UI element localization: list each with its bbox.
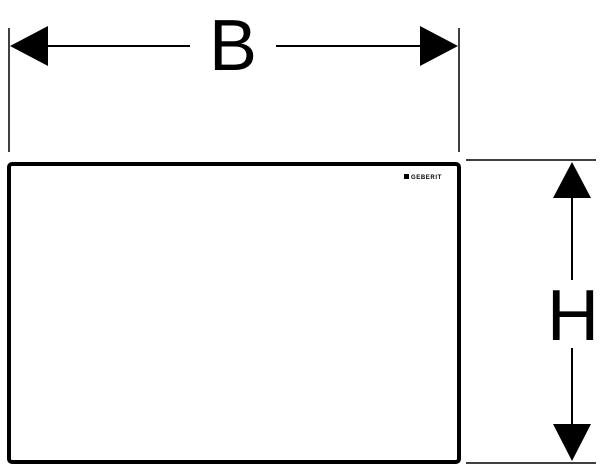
height-arrow-bottom xyxy=(553,424,591,461)
brand-logo: GEBERIT xyxy=(404,174,442,181)
height-arrow-top xyxy=(553,162,591,198)
brand-logo-mark xyxy=(404,174,409,179)
width-dimension: B xyxy=(8,6,460,152)
width-arrow-right xyxy=(420,26,458,66)
width-arrow-left xyxy=(10,26,48,66)
height-dimension: H xyxy=(466,159,599,464)
width-label: B xyxy=(209,6,257,86)
brand-logo-text: GEBERIT xyxy=(411,175,442,181)
panel-outline xyxy=(7,162,461,464)
height-label: H xyxy=(547,276,599,356)
